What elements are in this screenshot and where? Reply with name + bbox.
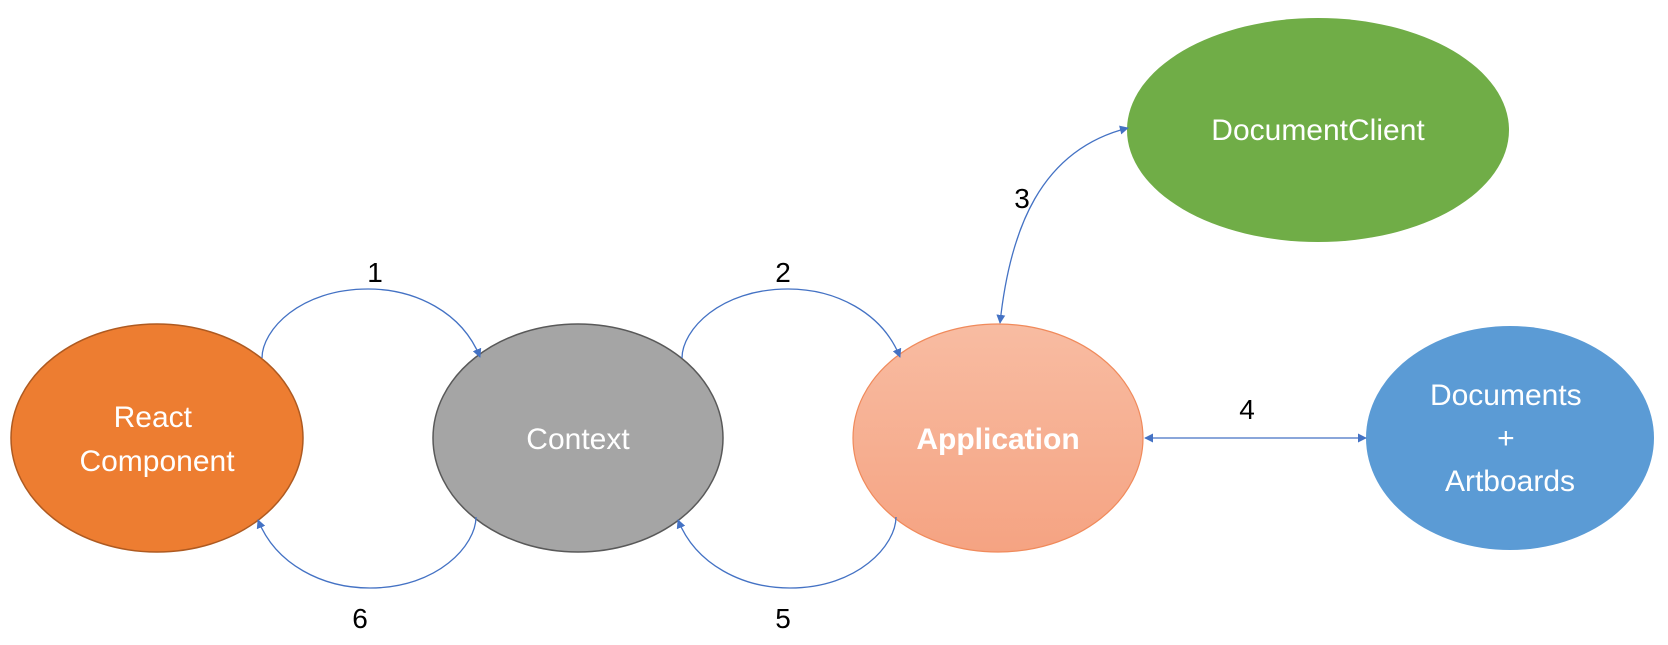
application-ellipse (852, 323, 1144, 553)
document-client-label-line-1: DocumentClient (1211, 114, 1425, 147)
node-application: Application (852, 323, 1144, 553)
edge-5-application-to-context (676, 516, 897, 589)
documents-artboards-label-line-3: Artboards (1445, 465, 1575, 498)
react-component-label-line-2: Component (79, 445, 235, 478)
edge-label-1: 1 (367, 257, 383, 288)
documents-artboards-label-line-2: + (1497, 422, 1515, 455)
application-label-line-1: Application (916, 423, 1079, 456)
documents-artboards-ellipse (1366, 326, 1654, 550)
edge-label-2: 2 (775, 257, 791, 288)
edge-3-application-document-client (996, 125, 1129, 324)
react-component-label: React Component (79, 401, 235, 478)
document-client-label: DocumentClient (1211, 114, 1425, 147)
edge-label-4: 4 (1239, 394, 1255, 425)
context-label-line-1: Context (526, 423, 630, 456)
node-documents-artboards: Documents + Artboards (1366, 326, 1654, 550)
edge-label-6: 6 (352, 603, 368, 634)
document-client-ellipse (1127, 18, 1509, 242)
context-label: Context (526, 423, 630, 456)
application-label: Application (916, 423, 1079, 456)
node-context: Context (432, 323, 724, 553)
documents-artboards-label: Documents + Artboards (1430, 379, 1590, 498)
node-react-component: React Component (10, 323, 304, 553)
edge-1-react-to-context (261, 288, 482, 359)
documents-artboards-label-line-1: Documents (1430, 379, 1582, 412)
edge-6-context-to-react (256, 516, 477, 589)
react-component-label-line-1: React (114, 401, 193, 434)
edge-label-5: 5 (775, 603, 791, 634)
node-document-client: DocumentClient (1127, 18, 1509, 242)
edge-2-context-to-application (681, 288, 902, 359)
react-component-ellipse (10, 323, 304, 553)
context-ellipse (432, 323, 724, 553)
edge-label-3: 3 (1014, 183, 1030, 214)
